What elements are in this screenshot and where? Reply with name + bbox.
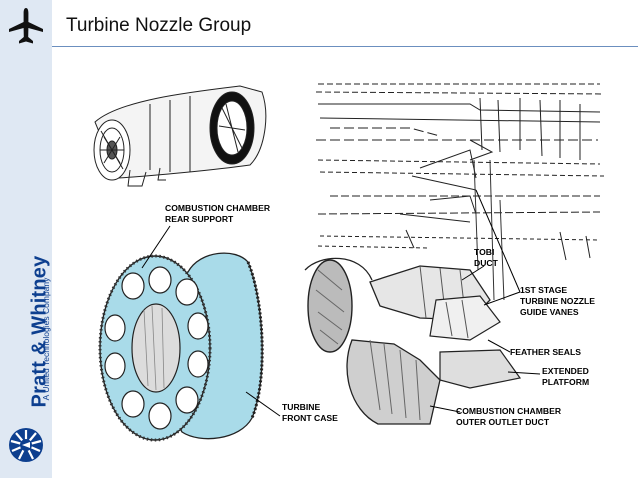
label-platform-2: PLATFORM bbox=[542, 377, 589, 387]
label-front-case-1: TURBINE bbox=[282, 402, 320, 412]
nozzle-cross-section bbox=[304, 83, 605, 425]
label-tobi-1: TOBI bbox=[474, 247, 494, 257]
airplane-icon bbox=[9, 8, 43, 44]
brand-tagline: A United Technologies Company bbox=[41, 277, 51, 401]
slide-title: Turbine Nozzle Group bbox=[66, 15, 252, 36]
sidebar-band: Pratt & Whitney A United Technologies Co… bbox=[0, 0, 52, 478]
label-outlet-2: OUTER OUTLET DUCT bbox=[456, 417, 550, 427]
label-platform-1: EXTENDED bbox=[542, 366, 589, 376]
rear-support-case bbox=[98, 252, 264, 442]
label-feather-seals: FEATHER SEALS bbox=[510, 347, 581, 357]
label-tobi-2: DUCT bbox=[474, 258, 499, 268]
label-vanes-2: TURBINE NOZZLE bbox=[520, 296, 595, 306]
title-divider bbox=[52, 46, 638, 47]
label-vanes-3: GUIDE VANES bbox=[520, 307, 579, 317]
pratt-whitney-eagle-logo-icon bbox=[9, 428, 43, 462]
brand-wordmark: Pratt & Whitney A United Technologies Co… bbox=[8, 256, 52, 414]
leader-lines bbox=[141, 189, 541, 417]
engine-sketch bbox=[93, 85, 267, 187]
label-outlet-1: COMBUSTION CHAMBER bbox=[456, 406, 562, 416]
diagram-labels: COMBUSTION CHAMBER REAR SUPPORT TOBI DUC… bbox=[165, 203, 595, 427]
label-rear-support-2: REAR SUPPORT bbox=[165, 214, 234, 224]
label-front-case-2: FRONT CASE bbox=[282, 413, 338, 423]
label-vanes-1: 1ST STAGE bbox=[520, 285, 567, 295]
turbine-nozzle-diagram: COMBUSTION CHAMBER REAR SUPPORT TOBI DUC… bbox=[93, 83, 605, 442]
label-rear-support-1: COMBUSTION CHAMBER bbox=[165, 203, 271, 213]
